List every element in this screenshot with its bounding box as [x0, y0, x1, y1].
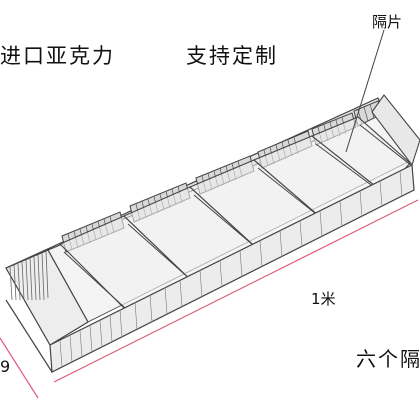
- headline-material: 进口亚克力: [0, 44, 115, 68]
- headline-customizable: 支持定制: [186, 44, 278, 68]
- edge-annotation: 9: [0, 357, 11, 376]
- front-long-wall: [49, 164, 415, 373]
- length-dimension-line: [53, 199, 419, 383]
- right-end-wall: [371, 94, 420, 167]
- edge-dimension-line: [0, 337, 39, 399]
- front-wall-ribs: [59, 170, 403, 368]
- compartment-count-annotation: 六个隔: [356, 347, 420, 371]
- partition-pointer-line: [345, 29, 385, 153]
- back-wall-ribs: [9, 250, 49, 301]
- partition-annotation: 隔片: [372, 13, 403, 31]
- length-annotation: 1米: [311, 290, 336, 308]
- box-bottom-edge: [5, 299, 53, 373]
